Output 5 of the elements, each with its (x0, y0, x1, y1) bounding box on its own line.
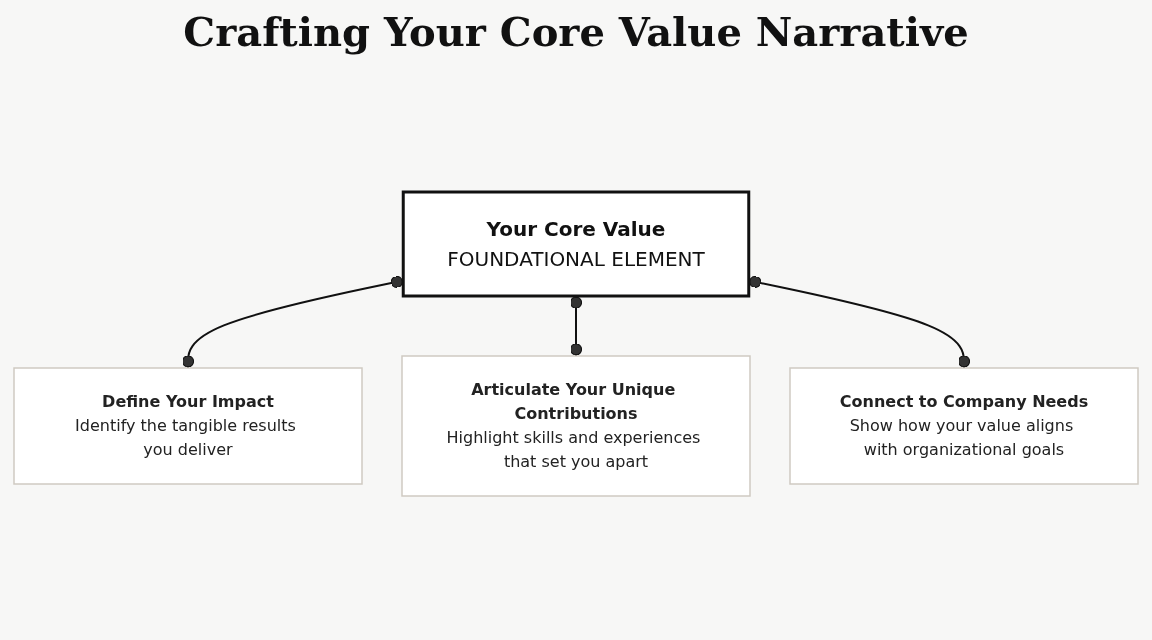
diagram-title: Crafting Your Core Value Narrative (182, 8, 970, 55)
node-box: Your Core Value FOUNDATIONAL ELEMENT (401, 190, 751, 298)
node-box: Connect to Company Needs Show how your value aligns with organizational goals (789, 367, 1139, 485)
node-box: Define Your Impact Identify the tangible results you deliver (13, 367, 363, 485)
node-box: Articulate Your Unique Contributions Highlight skills and experiences that set you apart (401, 355, 751, 497)
